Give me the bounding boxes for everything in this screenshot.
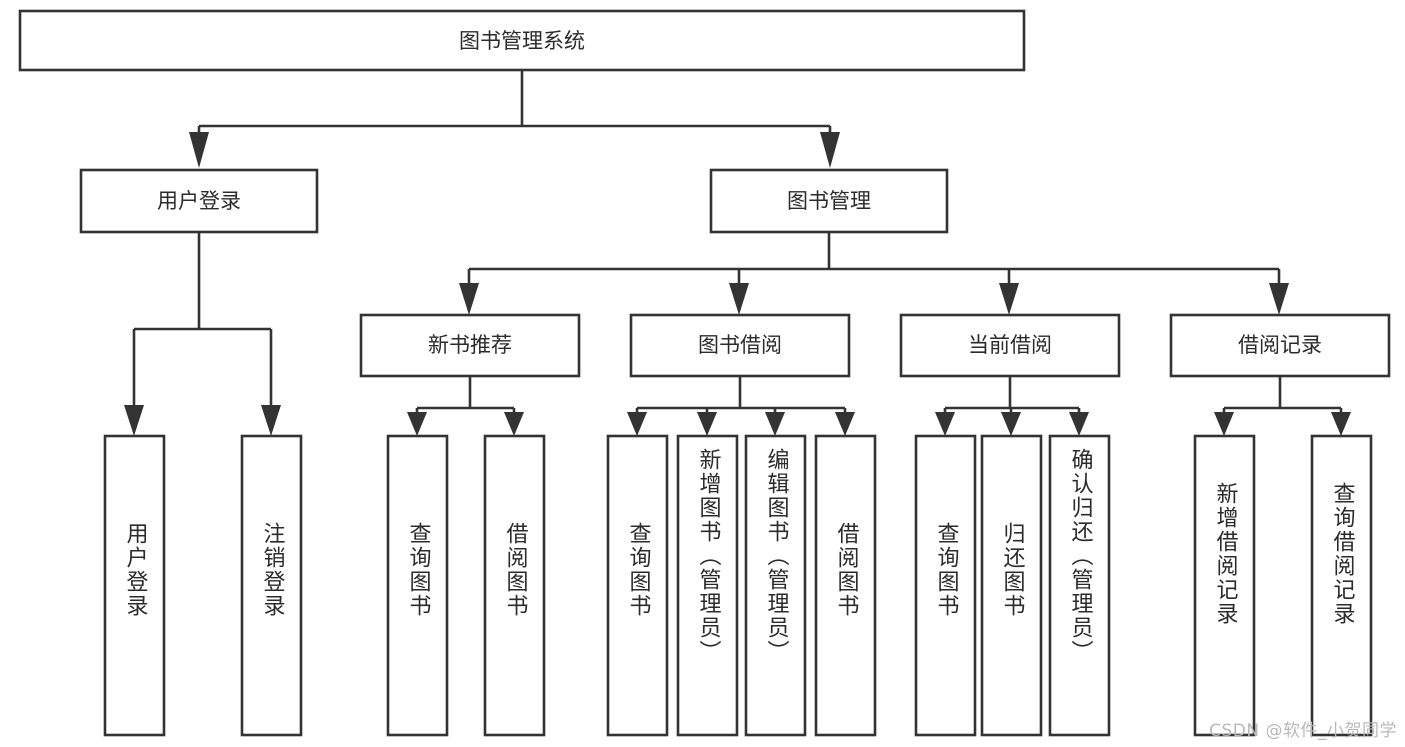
- arrowhead-borrow-record: [1269, 283, 1289, 315]
- node-new-book-rec-label: 新书推荐: [428, 333, 512, 357]
- leaf-box-query-book-1[interactable]: [386, 434, 449, 737]
- leaf-box-query-record[interactable]: [1310, 434, 1373, 737]
- node-root[interactable]: 图书管理系统: [18, 9, 1026, 72]
- arrowhead-book-borrow: [729, 283, 749, 315]
- node-borrow-record[interactable]: 借阅记录: [1169, 313, 1391, 378]
- node-current-borrow[interactable]: 当前借阅: [899, 313, 1121, 378]
- leaf-box-logout-login[interactable]: [240, 434, 303, 737]
- arrowhead-leaf-add-record: [1214, 412, 1234, 436]
- leaf-box-query-book-2[interactable]: [606, 434, 669, 737]
- leaf-box-confirm-return[interactable]: [1048, 434, 1111, 737]
- node-book-borrow[interactable]: 图书借阅: [629, 313, 851, 378]
- leaf-box-add-record[interactable]: [1193, 434, 1256, 737]
- node-user-login-label: 用户登录: [157, 189, 241, 213]
- node-new-book-rec-box[interactable]: [359, 313, 581, 378]
- arrowhead-leaf-query-record: [1331, 412, 1351, 436]
- connector-book-borrow-to-leaves: [627, 376, 855, 436]
- arrowhead-leaf-confirm-return: [1069, 412, 1089, 436]
- connector-borrow-record-to-leaves: [1214, 376, 1351, 436]
- connector-root-to-level2: [189, 70, 840, 168]
- node-borrow-record-box[interactable]: [1169, 313, 1391, 378]
- arrowhead-leaf-borrow-book-2: [835, 412, 855, 436]
- arrowhead-leaf-query-book-1: [407, 412, 427, 436]
- connector-user-login-to-leaves: [124, 232, 281, 436]
- arrowhead-book-manage: [820, 132, 840, 168]
- connector-current-borrow-to-leaves: [935, 376, 1089, 436]
- leaf-box-return-book[interactable]: [980, 434, 1043, 737]
- leaf-box-add-book[interactable]: [676, 434, 739, 737]
- leaf-box-user-login[interactable]: [103, 434, 166, 737]
- node-new-book-rec[interactable]: 新书推荐: [359, 313, 581, 378]
- connector-book-manage-to-level3: [459, 232, 1289, 315]
- node-book-manage[interactable]: 图书管理: [709, 168, 949, 234]
- node-current-borrow-box[interactable]: [899, 313, 1121, 378]
- node-book-manage-box[interactable]: [709, 168, 949, 234]
- arrowhead-leaf-return-book: [1001, 412, 1021, 436]
- arrowhead-leaf-user-login: [124, 405, 144, 436]
- connector-new-book-rec-to-leaves: [407, 376, 524, 436]
- node-user-login[interactable]: 用户登录: [79, 168, 319, 234]
- node-book-manage-label: 图书管理: [787, 189, 871, 213]
- node-root-box[interactable]: [18, 9, 1026, 72]
- node-borrow-record-label: 借阅记录: [1238, 333, 1322, 357]
- leaf-box-borrow-book-1[interactable]: [483, 434, 546, 737]
- arrowhead-leaf-logout-login: [261, 405, 281, 436]
- arrowhead-leaf-query-book-2: [627, 412, 647, 436]
- leaf-box-query-book-3[interactable]: [914, 434, 977, 737]
- leaf-box-borrow-book-2[interactable]: [814, 434, 877, 737]
- arrowhead-current-borrow: [999, 283, 1019, 315]
- arrowhead-leaf-borrow-book-1: [504, 412, 524, 436]
- arrowhead-leaf-edit-book: [765, 412, 785, 436]
- leaf-box-edit-book[interactable]: [744, 434, 807, 737]
- watermark-text: CSDN @软件_小贺同学: [1209, 721, 1397, 741]
- arrowhead-leaf-query-book-3: [935, 412, 955, 436]
- arrowhead-new-book-rec: [459, 283, 479, 315]
- arrowhead-user-login: [189, 132, 209, 168]
- arrowhead-leaf-add-book: [697, 412, 717, 436]
- node-current-borrow-label: 当前借阅: [968, 333, 1052, 357]
- node-book-borrow-box[interactable]: [629, 313, 851, 378]
- node-book-borrow-label: 图书借阅: [698, 333, 782, 357]
- node-root-label: 图书管理系统: [459, 29, 585, 53]
